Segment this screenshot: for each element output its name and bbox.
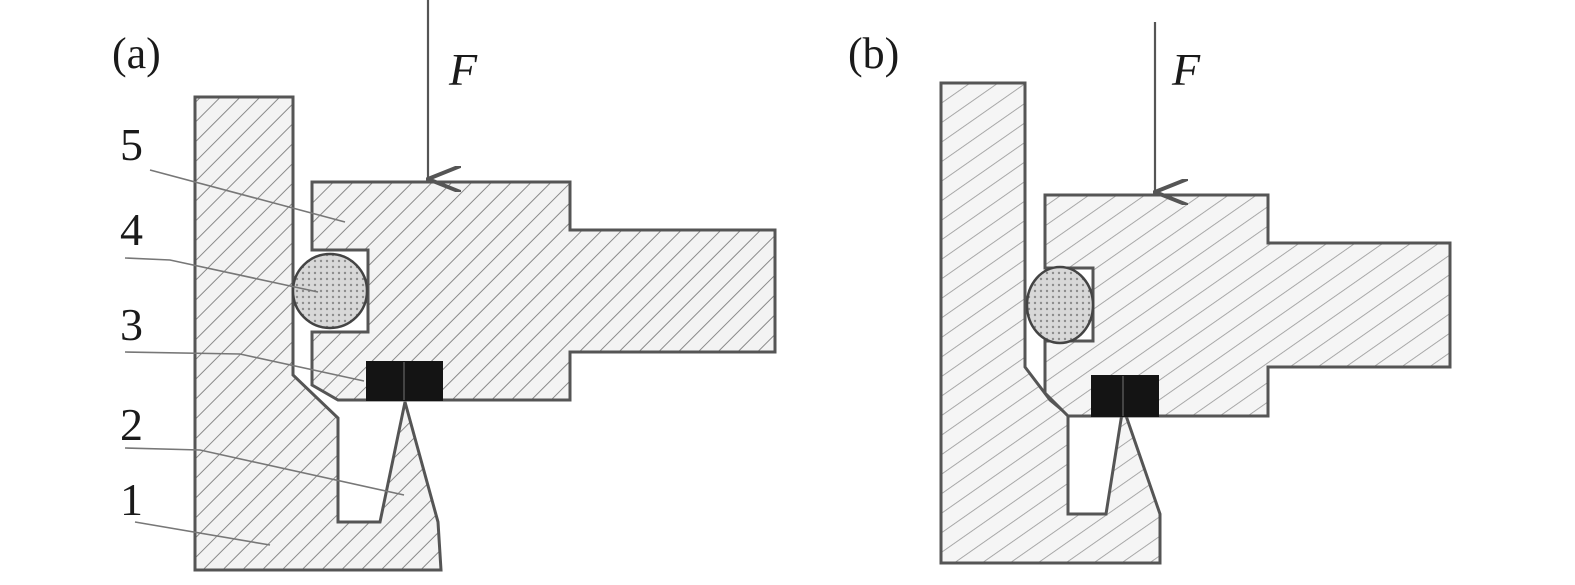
leader-3 (124, 351, 365, 382)
panel-a: (a) F 5 4 3 2 1 (112, 0, 777, 572)
part-5-piston (310, 180, 777, 402)
part-4-o-ring-b (1025, 265, 1095, 345)
part-label-3: 3 (120, 299, 143, 350)
force-label-a: F (448, 44, 478, 95)
part-1-housing-b (939, 81, 1162, 565)
part-4-o-ring (291, 252, 369, 330)
leader-2 (124, 447, 405, 496)
leader-5 (149, 169, 346, 223)
part-3-seal-b (1091, 375, 1159, 417)
part-label-4: 4 (120, 204, 143, 255)
force-label-b: F (1171, 44, 1201, 95)
leader-4 (124, 257, 319, 293)
part-5-piston-b (1043, 193, 1452, 418)
part-label-2: 2 (120, 399, 143, 450)
leader-1 (134, 521, 271, 546)
panel-b-label: (b) (848, 29, 899, 78)
part-label-5: 5 (120, 119, 143, 170)
part-label-1: 1 (120, 474, 143, 525)
panel-b: (b) F (848, 22, 1452, 565)
panel-a-label: (a) (112, 29, 161, 78)
